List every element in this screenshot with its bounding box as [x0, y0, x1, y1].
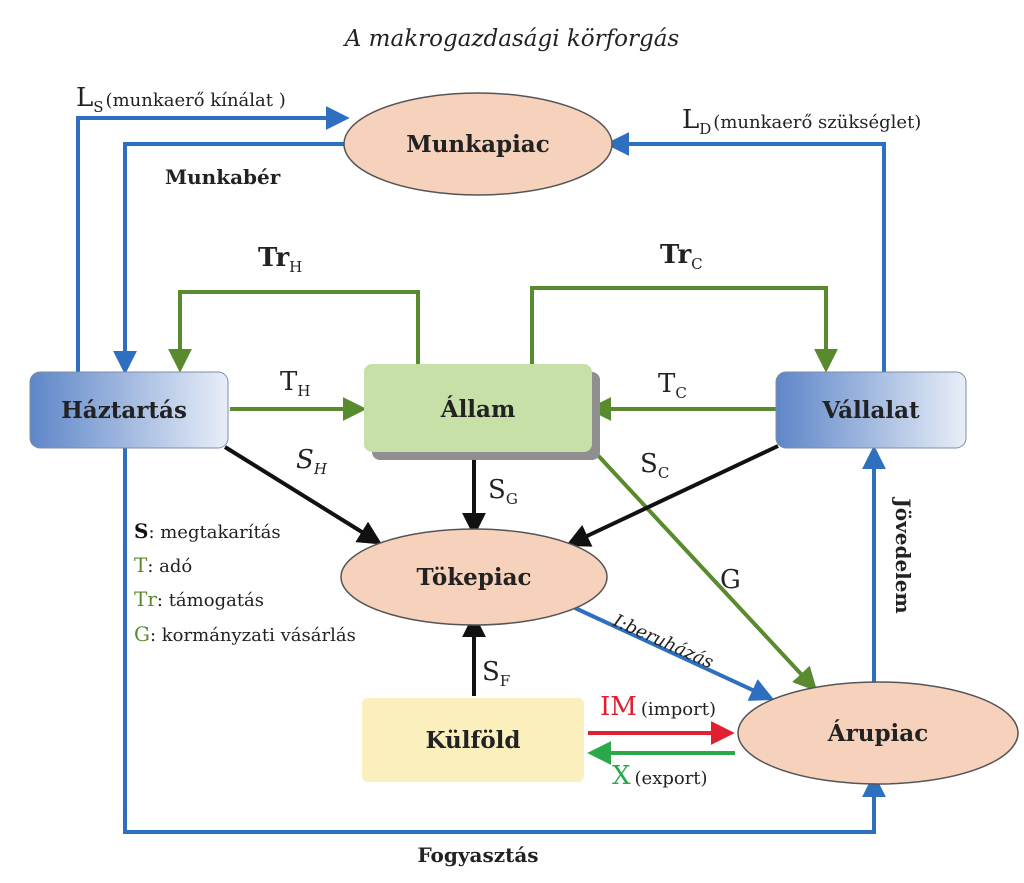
kulfold-node [362, 698, 584, 782]
legend-item-tr: Tr: támogatás [134, 587, 264, 611]
haztartas-node [29, 371, 229, 449]
trh-label: TrH [258, 243, 302, 276]
munkapiac-node [343, 92, 613, 196]
trc-label: TrC [660, 240, 703, 273]
sh-flow-arrow [223, 445, 383, 545]
th-label: TH [280, 367, 310, 400]
x-label: X(export) [612, 761, 708, 791]
diagram-title: A makrogazdasági körforgás [343, 26, 680, 52]
vallalat-node [775, 371, 967, 449]
ld-flow-arrow [605, 132, 886, 372]
im-label: IM(import) [600, 692, 716, 722]
sf-label: SF [482, 657, 510, 690]
ld-label: LD(munkaerő szükséglet) [682, 105, 921, 138]
arupiac-node [737, 681, 1019, 785]
beruhazas-flow-arrow [574, 606, 775, 701]
g-flow-arrow [591, 448, 818, 692]
legend-item-s: S: megtakarítás [134, 519, 281, 543]
legend: S: megtakarítás T: adó Tr: támogatás G: … [134, 519, 356, 646]
sc-flow-arrow [565, 444, 779, 547]
tc-label: TC [658, 369, 687, 402]
sh-label: SH [296, 445, 328, 478]
vallalat-label: Vállalat [821, 397, 920, 424]
sc-label: SC [640, 449, 669, 482]
trh-flow-arrow [168, 290, 420, 373]
munkapiac-label: Munkapiac [406, 131, 549, 158]
sg-label: SG [488, 475, 518, 508]
g-label: G [720, 565, 741, 595]
jovedelem-label: Jövedelem [891, 496, 915, 613]
ls-flow-arrow [76, 106, 350, 372]
fogyasztas-label: Fogyasztás [417, 843, 538, 867]
ls-label: LS(munkaerő kínálat ) [76, 83, 286, 116]
fogyasztas-flow-arrow [123, 448, 886, 834]
trc-flow-arrow [530, 286, 838, 373]
beruhazas-label: I:beruházás [609, 610, 717, 673]
munkaber-label: Munkabér [165, 165, 281, 189]
legend-item-t: T: adó [134, 553, 192, 577]
allam-label: Állam [440, 396, 516, 423]
haztartas-label: Háztartás [61, 397, 187, 424]
tokepiac-label: Tökepiac [416, 564, 531, 591]
arupiac-label: Árupiac [827, 720, 928, 747]
munkaber-flow-arrow [113, 142, 345, 375]
kulfold-label: Külföld [426, 727, 521, 754]
tokepiac-node [340, 528, 608, 626]
legend-item-g: G: kormányzati vásárlás [134, 622, 356, 646]
allam-node [364, 364, 592, 452]
